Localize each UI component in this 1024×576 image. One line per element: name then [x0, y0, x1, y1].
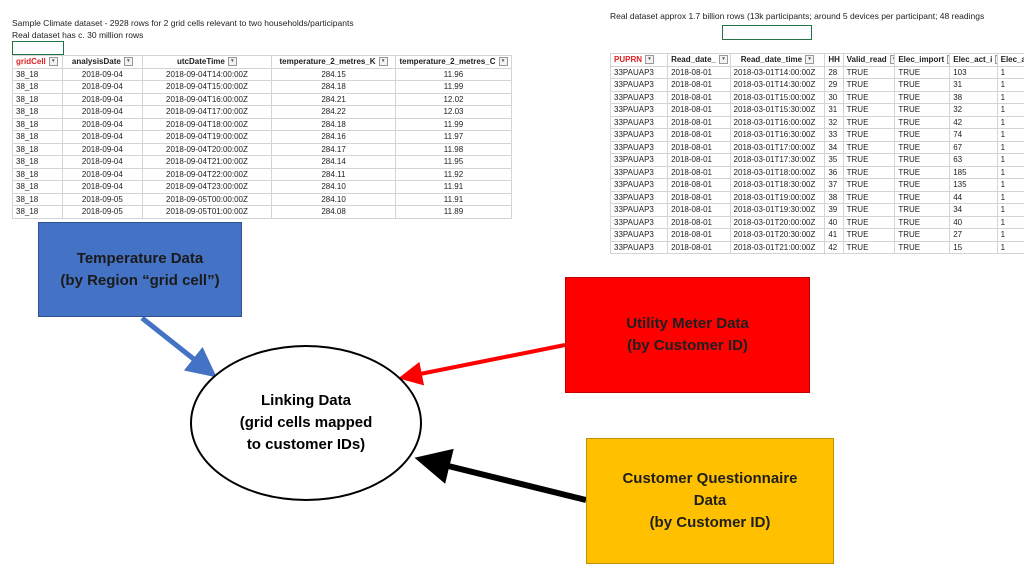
- meter-spreadsheet: Real dataset approx 1.7 billion rows (13…: [610, 10, 1024, 265]
- selected-cell[interactable]: [12, 41, 64, 55]
- table-cell[interactable]: 42: [824, 240, 844, 254]
- column-header[interactable]: HH▾: [824, 53, 844, 67]
- meter-table: PUPRN▾Read_date_▾Read_date_time▾HH▾Valid…: [610, 53, 1024, 254]
- customer-questionnaire-box: Customer Questionnaire Data (by Customer…: [586, 438, 834, 564]
- table-cell[interactable]: 38_18: [12, 205, 63, 219]
- column-header-label: Read_date_: [671, 55, 716, 65]
- arrow-temperature-to-linking: [140, 316, 217, 378]
- customer-questionnaire-label: Customer Questionnaire Data (by Customer…: [622, 470, 798, 531]
- table-cell[interactable]: 2018-08-01: [667, 240, 731, 254]
- column-header-label: Elec_import: [898, 55, 945, 65]
- climate-note-real: Real dataset has c. 30 million rows: [12, 30, 144, 40]
- filter-dropdown-icon[interactable]: ▾: [498, 57, 508, 67]
- filter-dropdown-icon[interactable]: ▾: [123, 57, 133, 67]
- linking-data-label: Linking Data (grid cells mapped to custo…: [239, 392, 373, 453]
- column-header[interactable]: Elec_ac▾: [996, 53, 1024, 67]
- utility-meter-data-label: Utility Meter Data (by Customer ID): [626, 315, 749, 354]
- column-header[interactable]: utcDateTime▾: [141, 55, 273, 69]
- table-cell[interactable]: 33PAUAP3: [610, 240, 669, 254]
- table-cell[interactable]: 284.08: [271, 205, 396, 219]
- climate-note-sample: Sample Climate dataset - 2928 rows for 2…: [12, 18, 354, 28]
- column-header[interactable]: gridCell▾: [12, 55, 63, 69]
- column-header[interactable]: temperature_2_metres_C▾: [394, 55, 513, 69]
- column-header-label: HH: [828, 55, 840, 65]
- table-cell[interactable]: 11.89: [394, 205, 513, 219]
- column-header-label: Elec_act_i: [953, 55, 993, 65]
- filter-dropdown-icon[interactable]: ▾: [378, 57, 388, 67]
- filter-dropdown-icon[interactable]: ▾: [719, 55, 728, 65]
- column-header-label: analysisDate: [71, 57, 121, 67]
- column-header-label: gridCell: [16, 57, 46, 67]
- column-header[interactable]: Elec_act_i▾: [949, 53, 998, 67]
- arrow-meter-to-linking: [398, 343, 566, 386]
- table-cell[interactable]: 41: [824, 228, 844, 242]
- meter-note: Real dataset approx 1.7 billion rows (13…: [610, 11, 985, 21]
- column-header-label: utcDateTime: [177, 57, 225, 67]
- column-header-label: Valid_read: [846, 55, 887, 65]
- selected-cell[interactable]: [722, 25, 812, 40]
- table-cell[interactable]: 38_18: [12, 92, 63, 106]
- temperature-data-box: Temperature Data (by Region “grid cell”): [38, 222, 242, 317]
- column-header[interactable]: Elec_import▾: [894, 53, 951, 67]
- column-header-label: Elec_ac: [1000, 55, 1024, 65]
- column-header[interactable]: temperature_2_metres_K▾: [271, 55, 396, 69]
- table-cell[interactable]: 2018-09-05T01:00:00Z: [141, 205, 273, 219]
- table-cell[interactable]: TRUE: [842, 240, 896, 254]
- column-header[interactable]: Read_date_time▾: [729, 53, 826, 67]
- column-header[interactable]: Read_date_▾: [667, 53, 731, 67]
- table-cell[interactable]: 31: [824, 103, 844, 117]
- column-header-label: PUPRN: [614, 55, 643, 65]
- filter-dropdown-icon[interactable]: ▾: [227, 57, 237, 67]
- column-header-label: temperature_2_metres_C: [399, 57, 496, 67]
- table-cell[interactable]: 2018-09-04T20:00:00Z: [141, 142, 273, 156]
- column-header-label: Read_date_time: [740, 55, 803, 65]
- climate-table: gridCell▾analysisDate▾utcDateTime▾temper…: [12, 55, 513, 219]
- filter-dropdown-icon[interactable]: ▾: [805, 55, 815, 65]
- filter-dropdown-icon[interactable]: ▾: [48, 57, 58, 67]
- filter-dropdown-icon[interactable]: ▾: [947, 55, 949, 65]
- filter-dropdown-icon[interactable]: ▾: [995, 55, 997, 65]
- table-cell[interactable]: 1: [996, 240, 1024, 254]
- linking-data-ellipse: Linking Data (grid cells mapped to custo…: [190, 345, 422, 501]
- utility-meter-data-box: Utility Meter Data (by Customer ID): [565, 277, 810, 393]
- filter-dropdown-icon[interactable]: ▾: [889, 55, 894, 65]
- climate-spreadsheet: Sample Climate dataset - 2928 rows for 2…: [12, 17, 513, 219]
- arrow-questionnaire-to-linking: [414, 448, 587, 503]
- column-header[interactable]: analysisDate▾: [61, 55, 143, 69]
- column-header-label: temperature_2_metres_K: [279, 57, 376, 67]
- filter-dropdown-icon[interactable]: ▾: [645, 55, 655, 65]
- temperature-data-label: Temperature Data (by Region “grid cell”): [60, 249, 220, 289]
